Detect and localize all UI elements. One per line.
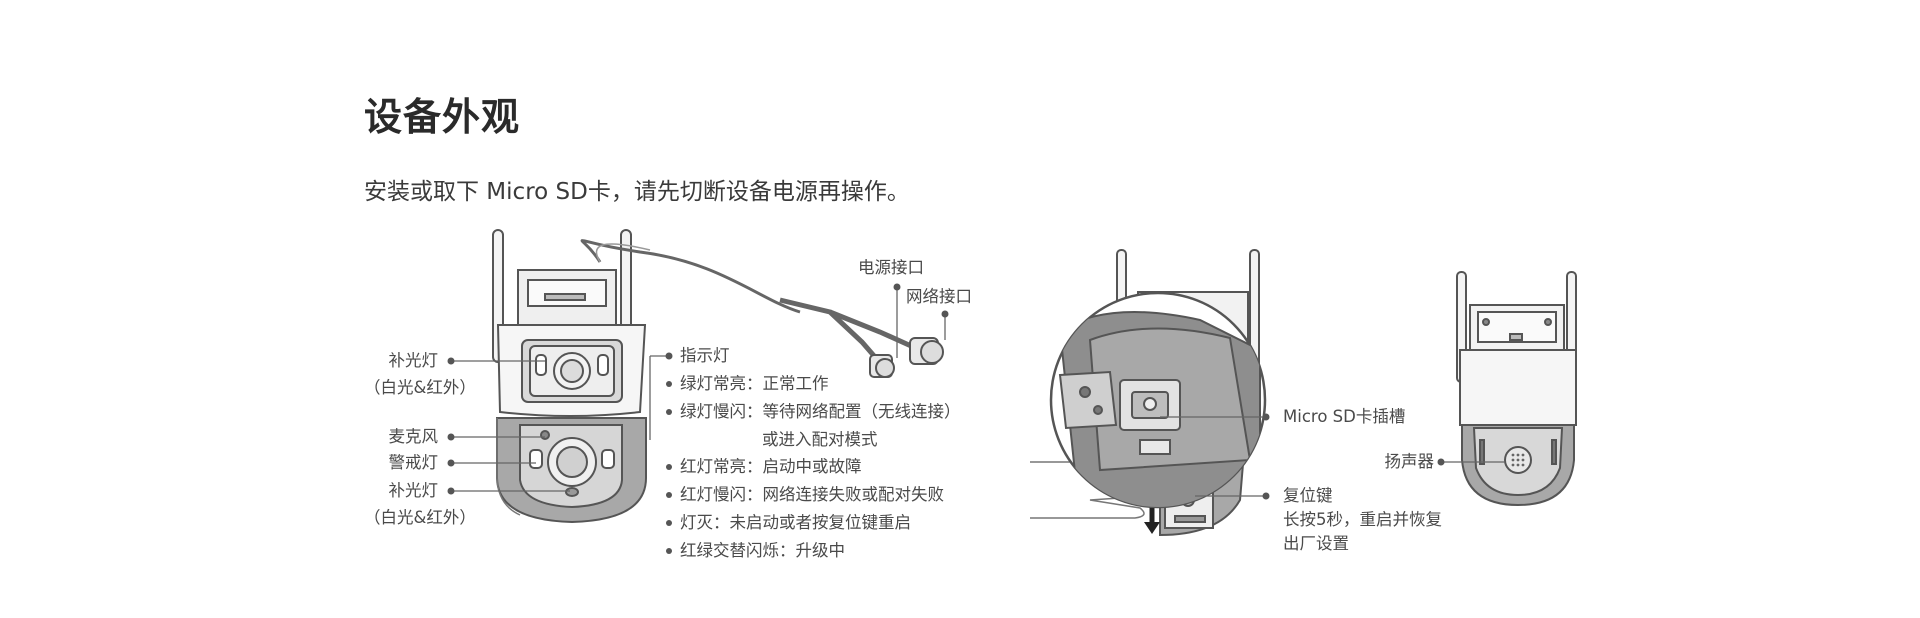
leader-lines-fig2: [1160, 413, 1270, 500]
label-sd-slot: Micro SD卡插槽: [1283, 407, 1406, 426]
indicator-state-item: 或进入配对模式: [762, 430, 878, 449]
indicator-state-item: 绿灯慢闪：等待网络配置（无线连接）: [680, 402, 961, 421]
label-fill-light-top-note: （白光&红外）: [364, 378, 476, 397]
magnifier-detail: [1049, 291, 1267, 509]
label-power-port: 电源接口: [858, 258, 924, 277]
indicator-state-item: 红绿交替闪烁：升级中: [680, 541, 845, 560]
label-fill-light-bottom-note: （白光&红外）: [364, 508, 476, 527]
leader-lines-fig1: [447, 283, 949, 554]
indicator-state-item: 绿灯常亮：正常工作: [680, 374, 829, 393]
indicator-state-item: 红灯常亮：启动中或故障: [680, 457, 862, 476]
indicator-state-item: 红灯慢闪：网络连接失败或配对失败: [680, 485, 944, 504]
label-fill-light-top: 补光灯: [388, 351, 439, 370]
label-fill-light-bottom: 补光灯: [388, 481, 439, 500]
label-reset-note-2: 出厂设置: [1283, 534, 1349, 553]
label-warning-light: 警戒灯: [388, 453, 439, 472]
camera-back-view: [1456, 271, 1577, 507]
label-microphone: 麦克风: [388, 427, 439, 446]
camera-front-view: [492, 229, 944, 524]
page-title: 设备外观: [364, 95, 521, 139]
page-subtitle: 安装或取下 Micro SD卡，请先切断设备电源再操作。: [364, 179, 910, 205]
label-speaker: 扬声器: [1384, 452, 1435, 471]
leader-lines-fig3: [1437, 458, 1505, 466]
label-indicator: 指示灯: [680, 346, 730, 365]
indicator-state-item: 灯灭：未启动或者按复位键重启: [680, 513, 911, 532]
label-reset-note-1: 长按5秒，重启并恢复: [1283, 510, 1442, 529]
label-reset-key: 复位键: [1283, 486, 1333, 505]
label-network-port: 网络接口: [906, 287, 972, 306]
